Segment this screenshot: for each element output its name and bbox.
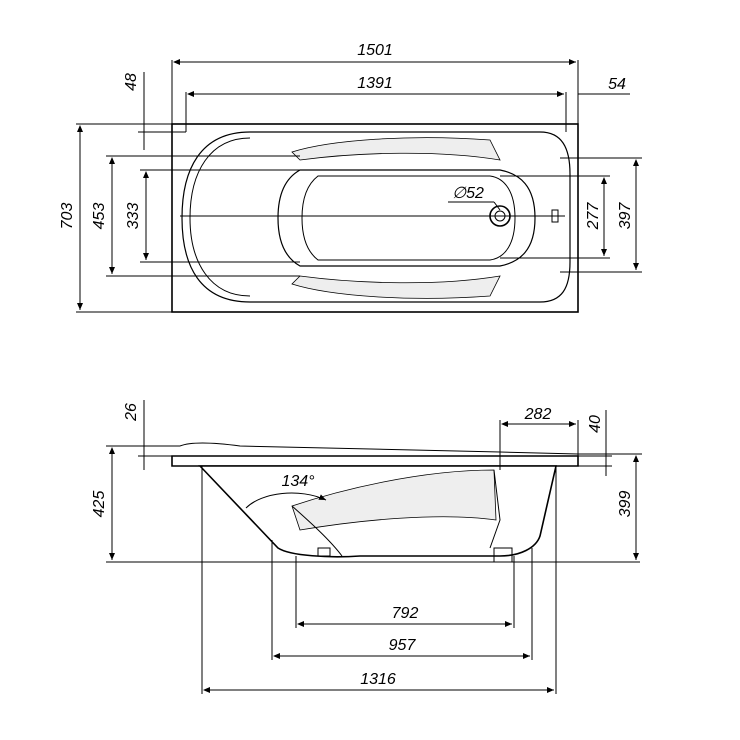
tub-bowl-top [181, 131, 571, 303]
dim-277: 277 [585, 202, 602, 231]
dim-703: 703 [59, 203, 76, 230]
dim-425: 425 [91, 491, 108, 518]
armrest-bottom [291, 275, 501, 299]
dim-282: 282 [524, 406, 552, 423]
dim-957: 957 [389, 637, 417, 654]
dim-48: 48 [123, 73, 140, 91]
armrest-top [291, 137, 501, 161]
dim-792: 792 [392, 605, 419, 622]
rim-top-line [179, 442, 579, 455]
overflow-hole [551, 209, 559, 223]
dim-1391: 1391 [357, 75, 393, 92]
dim-52: ∅52 [452, 185, 484, 202]
dim-453: 453 [91, 203, 108, 230]
dim-333: 333 [125, 203, 142, 230]
tub-rim-side [171, 455, 579, 467]
top-view: 1501 1391 54 48 703 453 333 ∅52 [59, 42, 642, 313]
armrest-side [291, 469, 497, 531]
dim-angle: 134° [281, 473, 315, 490]
angle-arc [245, 492, 327, 509]
bowl-floor-top [277, 169, 536, 267]
dim-1316: 1316 [360, 671, 396, 688]
bowl-floor-inner [301, 175, 516, 261]
dim-1501: 1501 [357, 42, 393, 59]
dim-399: 399 [617, 491, 634, 518]
side-view: 134° 26 425 282 40 399 792 957 [91, 400, 642, 694]
dim-40: 40 [587, 415, 604, 433]
dim-397: 397 [617, 202, 634, 230]
dim-26: 26 [123, 403, 140, 422]
dim-54: 54 [608, 76, 626, 93]
foot-left [317, 547, 331, 557]
bowl-rim-curve [189, 137, 251, 297]
